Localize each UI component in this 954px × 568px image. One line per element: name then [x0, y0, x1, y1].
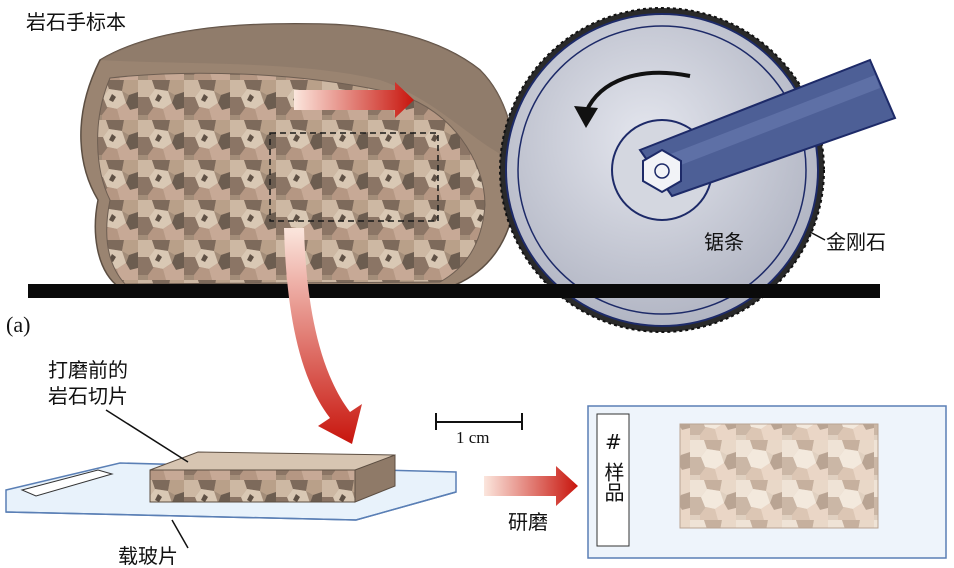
- slab-label-line1: 打磨前的: [48, 358, 128, 382]
- saw-table-ground: [28, 284, 880, 298]
- rock-specimen: [80, 22, 517, 289]
- glass-slide-label: 载玻片: [118, 544, 178, 568]
- rock-specimen-label: 岩石手标本: [26, 10, 126, 34]
- thin-section-slide: [587, 405, 947, 559]
- scale-bar-label: 1 cm: [456, 428, 490, 447]
- grinding-label: 研磨: [508, 510, 548, 534]
- slab-label-line2: 岩石切片: [48, 384, 128, 408]
- sample-mark: #: [605, 430, 622, 454]
- diamond-leader-line: [809, 231, 826, 241]
- rock-slab: [149, 451, 396, 503]
- scale-bar: [435, 413, 523, 430]
- saw-blade-label: 锯条: [704, 230, 744, 254]
- sample-label: 样品: [601, 462, 625, 502]
- figure-tag: (a): [6, 312, 31, 337]
- slab-leader-line: [105, 409, 189, 463]
- saw-arm: [638, 58, 897, 198]
- slice-transfer-arrow: [284, 228, 362, 444]
- grinding-arrow: [484, 466, 578, 506]
- cut-region-outline: [269, 132, 439, 222]
- slide-leader-line: [171, 519, 189, 549]
- cut-direction-arrow: [294, 82, 414, 118]
- diamond-label: 金刚石: [826, 230, 886, 254]
- rotation-arrow: [584, 70, 691, 113]
